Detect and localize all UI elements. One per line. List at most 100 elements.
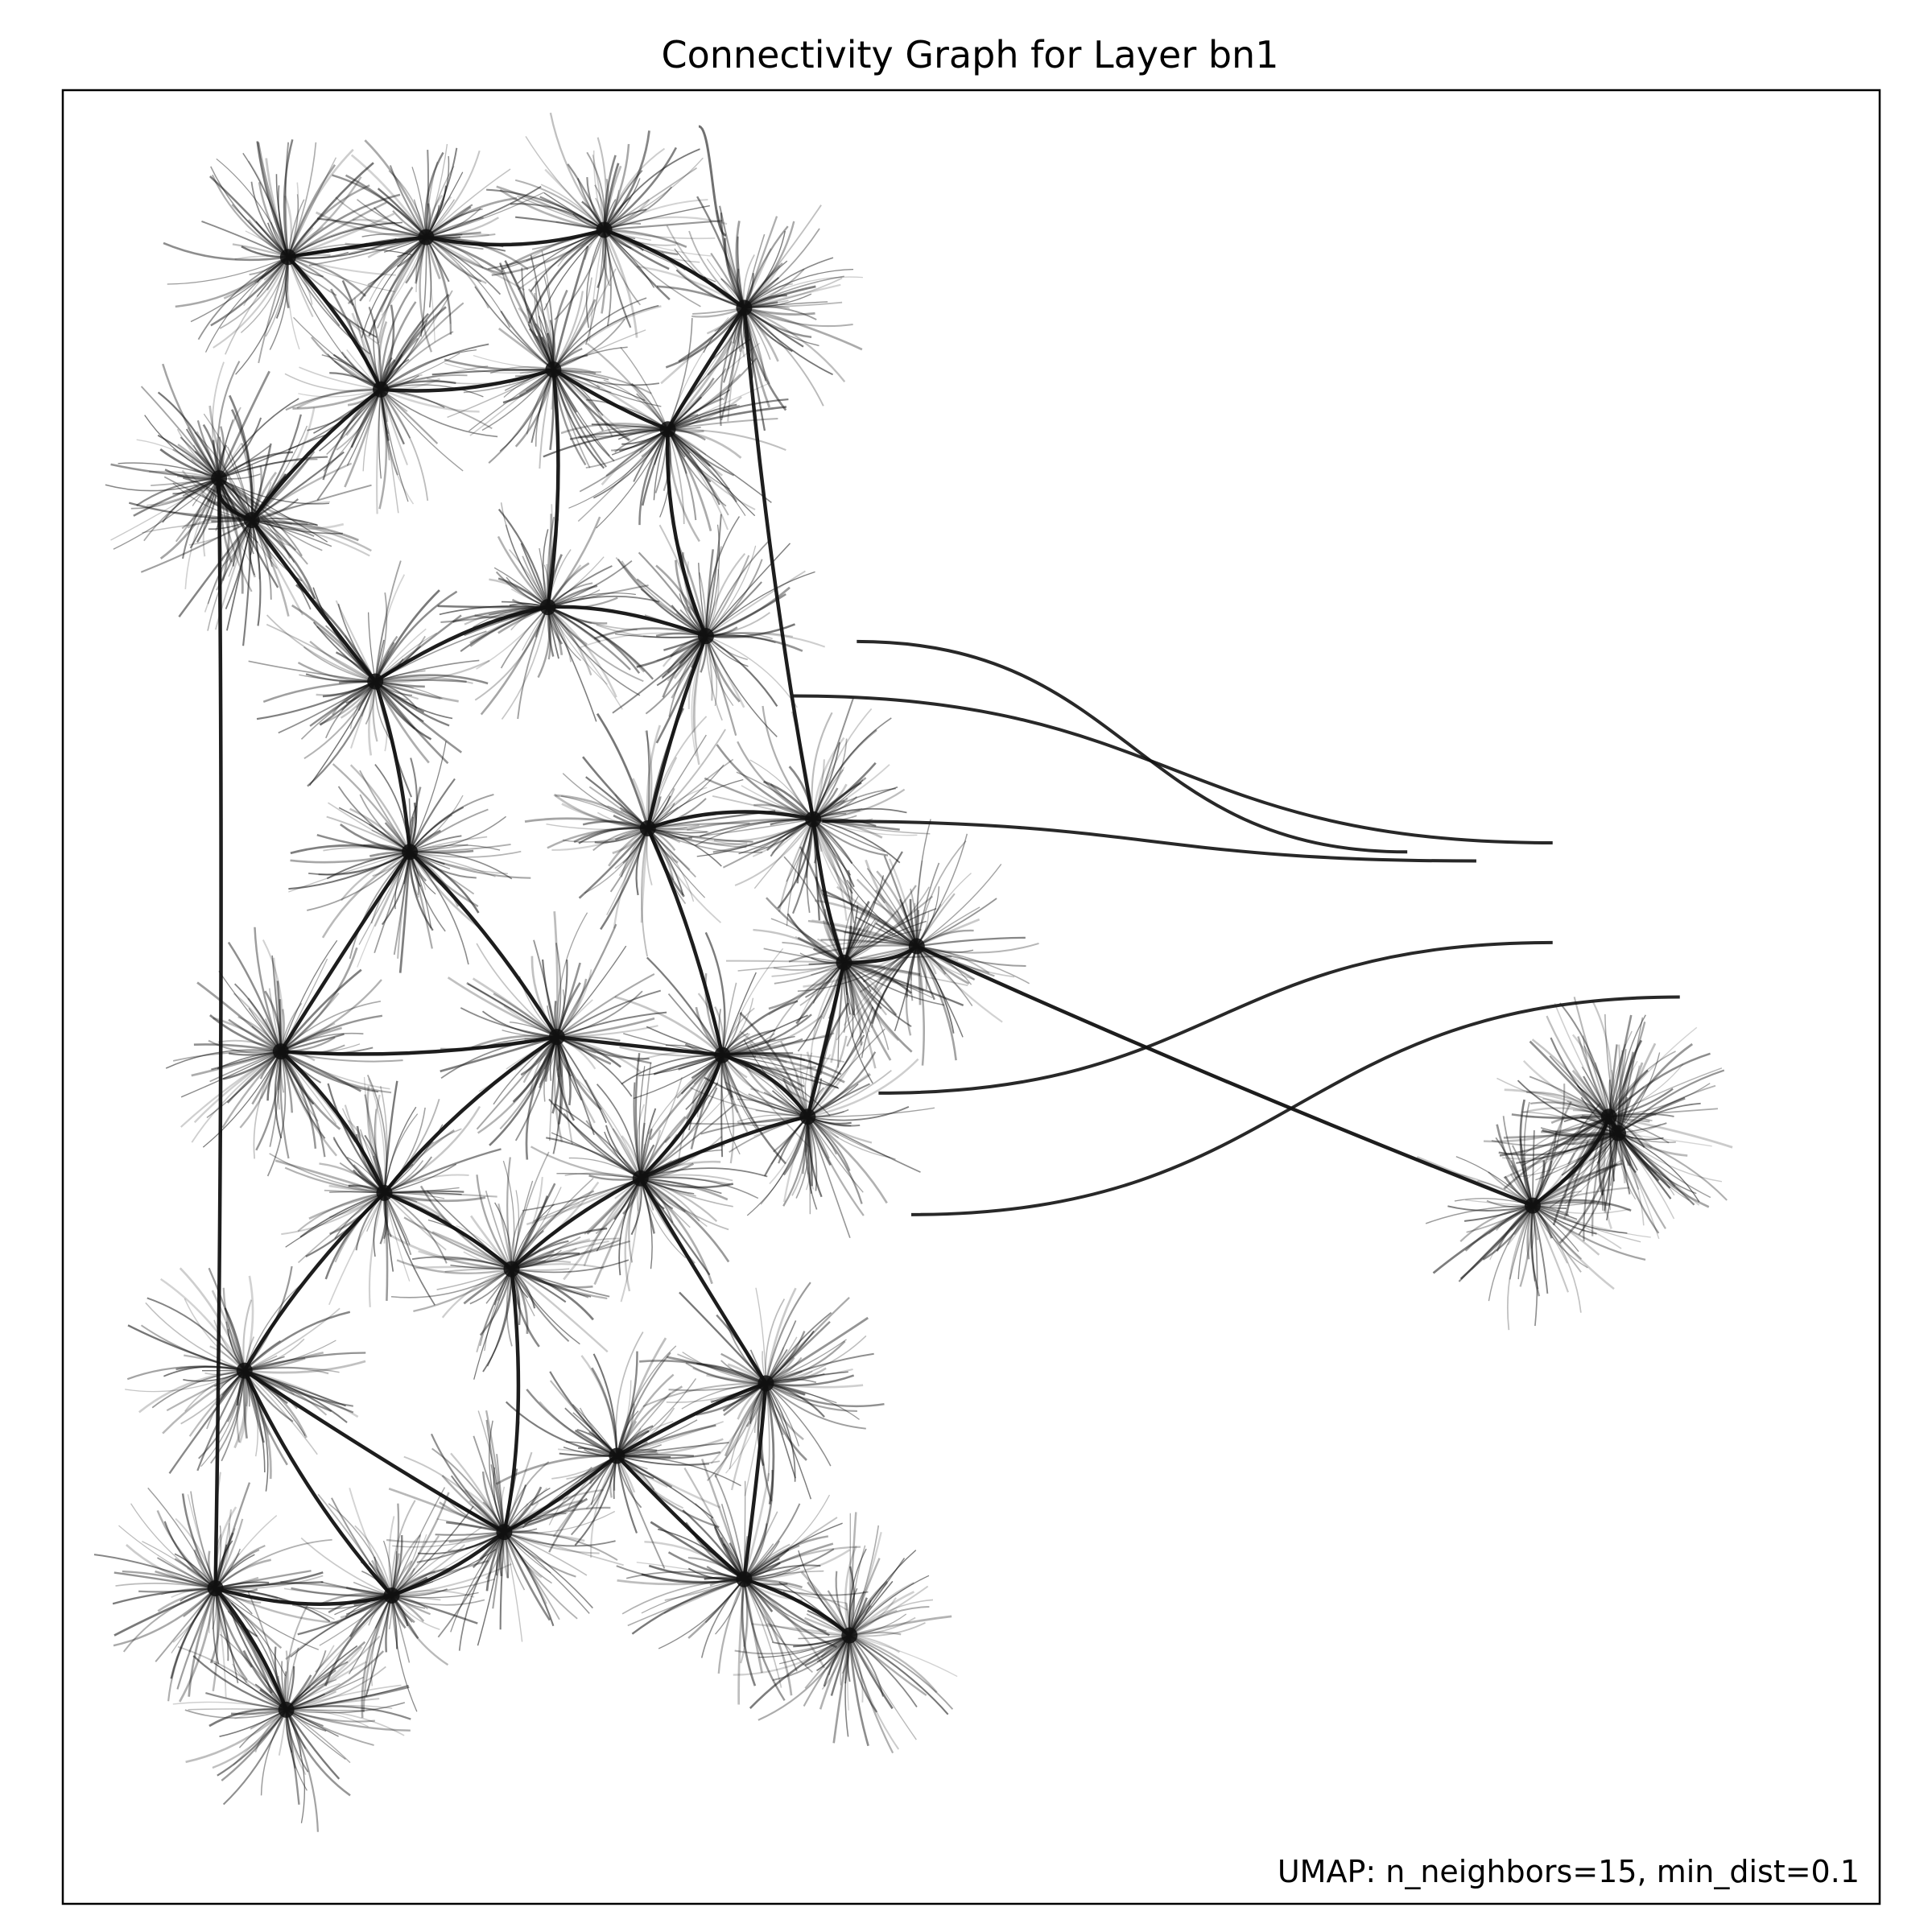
edge-stroke [280, 947, 358, 1053]
edge-stroke [1616, 1039, 1643, 1133]
edge-stroke [700, 1458, 745, 1580]
edge-stroke [191, 1051, 282, 1143]
hub-point [278, 1701, 295, 1718]
edge-stroke [374, 851, 411, 927]
edge-stroke [640, 1087, 718, 1179]
edge-stroke [485, 1410, 506, 1533]
edge-stroke [1519, 1205, 1534, 1287]
edge-stroke [209, 1051, 282, 1083]
edge-stroke [1459, 1204, 1534, 1242]
edge-stroke [390, 1595, 449, 1666]
edge-stroke [133, 477, 220, 517]
edge-stroke [696, 1382, 767, 1416]
edge-stroke [553, 329, 646, 370]
edge-stroke [760, 1383, 773, 1502]
edge-stroke [548, 1455, 617, 1525]
edge-stroke [222, 1287, 246, 1372]
edge-stroke [184, 477, 220, 589]
edge-stroke [287, 164, 336, 258]
edge-stroke [547, 565, 613, 608]
hub-point [1524, 1197, 1541, 1214]
edge-stroke [531, 229, 605, 250]
edge-stroke [168, 1369, 246, 1474]
edge-stroke [175, 477, 220, 543]
edge-stroke [837, 962, 845, 1068]
edge-stroke [440, 606, 548, 624]
edge-stroke [477, 1410, 506, 1533]
edge-stroke [258, 182, 289, 258]
edge-stroke [218, 477, 328, 543]
edge-stroke [842, 945, 918, 964]
edge-stroke [285, 388, 381, 411]
edge-stroke [362, 1595, 393, 1713]
hub-point [632, 1170, 649, 1187]
edge-stroke [368, 236, 427, 337]
edge-stroke [218, 971, 282, 1052]
edge-stroke [1577, 1036, 1610, 1117]
edge-stroke [286, 1645, 335, 1711]
edge-stroke [324, 1594, 393, 1686]
edge-stroke [297, 1191, 385, 1232]
edge-stroke [390, 1500, 416, 1596]
edge-stroke [849, 1621, 926, 1637]
edge-stroke [1444, 1170, 1534, 1207]
backbone-edge-line [380, 367, 555, 393]
edge-stroke [510, 1176, 543, 1269]
edge-stroke [640, 1144, 725, 1179]
edge-stroke [614, 996, 724, 1056]
edge-stroke [552, 297, 647, 370]
edge-stroke [843, 962, 890, 1051]
edge-stroke [552, 304, 659, 370]
edge-stroke [603, 148, 700, 230]
edge-stroke [218, 477, 278, 569]
edge-stroke [287, 237, 397, 259]
edge-stroke [517, 229, 605, 284]
edge-stroke [218, 477, 272, 559]
edge-stroke [1554, 1002, 1610, 1117]
edge-stroke [692, 635, 707, 733]
edge-stroke [511, 1263, 605, 1270]
edge-stroke [743, 1039, 808, 1117]
edge-stroke [616, 1385, 683, 1457]
edge-stroke [374, 680, 459, 703]
edge-stroke [765, 1382, 857, 1412]
edge-stroke [244, 1369, 332, 1413]
edge-stroke [383, 1105, 481, 1194]
backbone-edge-line [242, 1369, 394, 1597]
edge-stroke [705, 623, 796, 638]
edge-stroke [655, 635, 708, 744]
edge-stroke [743, 1578, 793, 1696]
edge-stroke [844, 1635, 851, 1737]
edge-stroke [244, 1340, 336, 1372]
edge-stroke [477, 1531, 506, 1646]
edge-stroke [380, 389, 399, 514]
edge-stroke [300, 680, 376, 740]
edge-stroke [300, 1537, 392, 1596]
edge-stroke [338, 807, 411, 852]
edge-stroke [659, 429, 671, 518]
edge-stroke [411, 1256, 512, 1270]
edge-stroke [359, 770, 411, 852]
edge-stroke [705, 631, 794, 638]
edge-stroke [221, 1051, 282, 1129]
edge-stroke [744, 1549, 851, 1581]
edge-stroke [244, 1360, 366, 1374]
edge-stroke [511, 1240, 609, 1270]
edge-stroke [786, 819, 814, 927]
edge-stroke [287, 148, 354, 258]
edge-stroke [644, 1541, 745, 1580]
edge-stroke [162, 363, 221, 479]
edge-stroke [705, 632, 826, 648]
edge-stroke [1532, 1199, 1632, 1212]
edge-stroke [1531, 1204, 1615, 1290]
edge-stroke [812, 738, 848, 820]
edge-stroke [617, 1442, 729, 1457]
edge-stroke [285, 1709, 320, 1832]
edge-stroke [586, 425, 668, 438]
edge-stroke [712, 795, 814, 820]
edge-stroke [431, 1447, 506, 1533]
edge-stroke [390, 1505, 474, 1596]
edge-stroke [378, 389, 382, 479]
edge-stroke [770, 918, 845, 964]
edge-stroke [517, 195, 605, 231]
